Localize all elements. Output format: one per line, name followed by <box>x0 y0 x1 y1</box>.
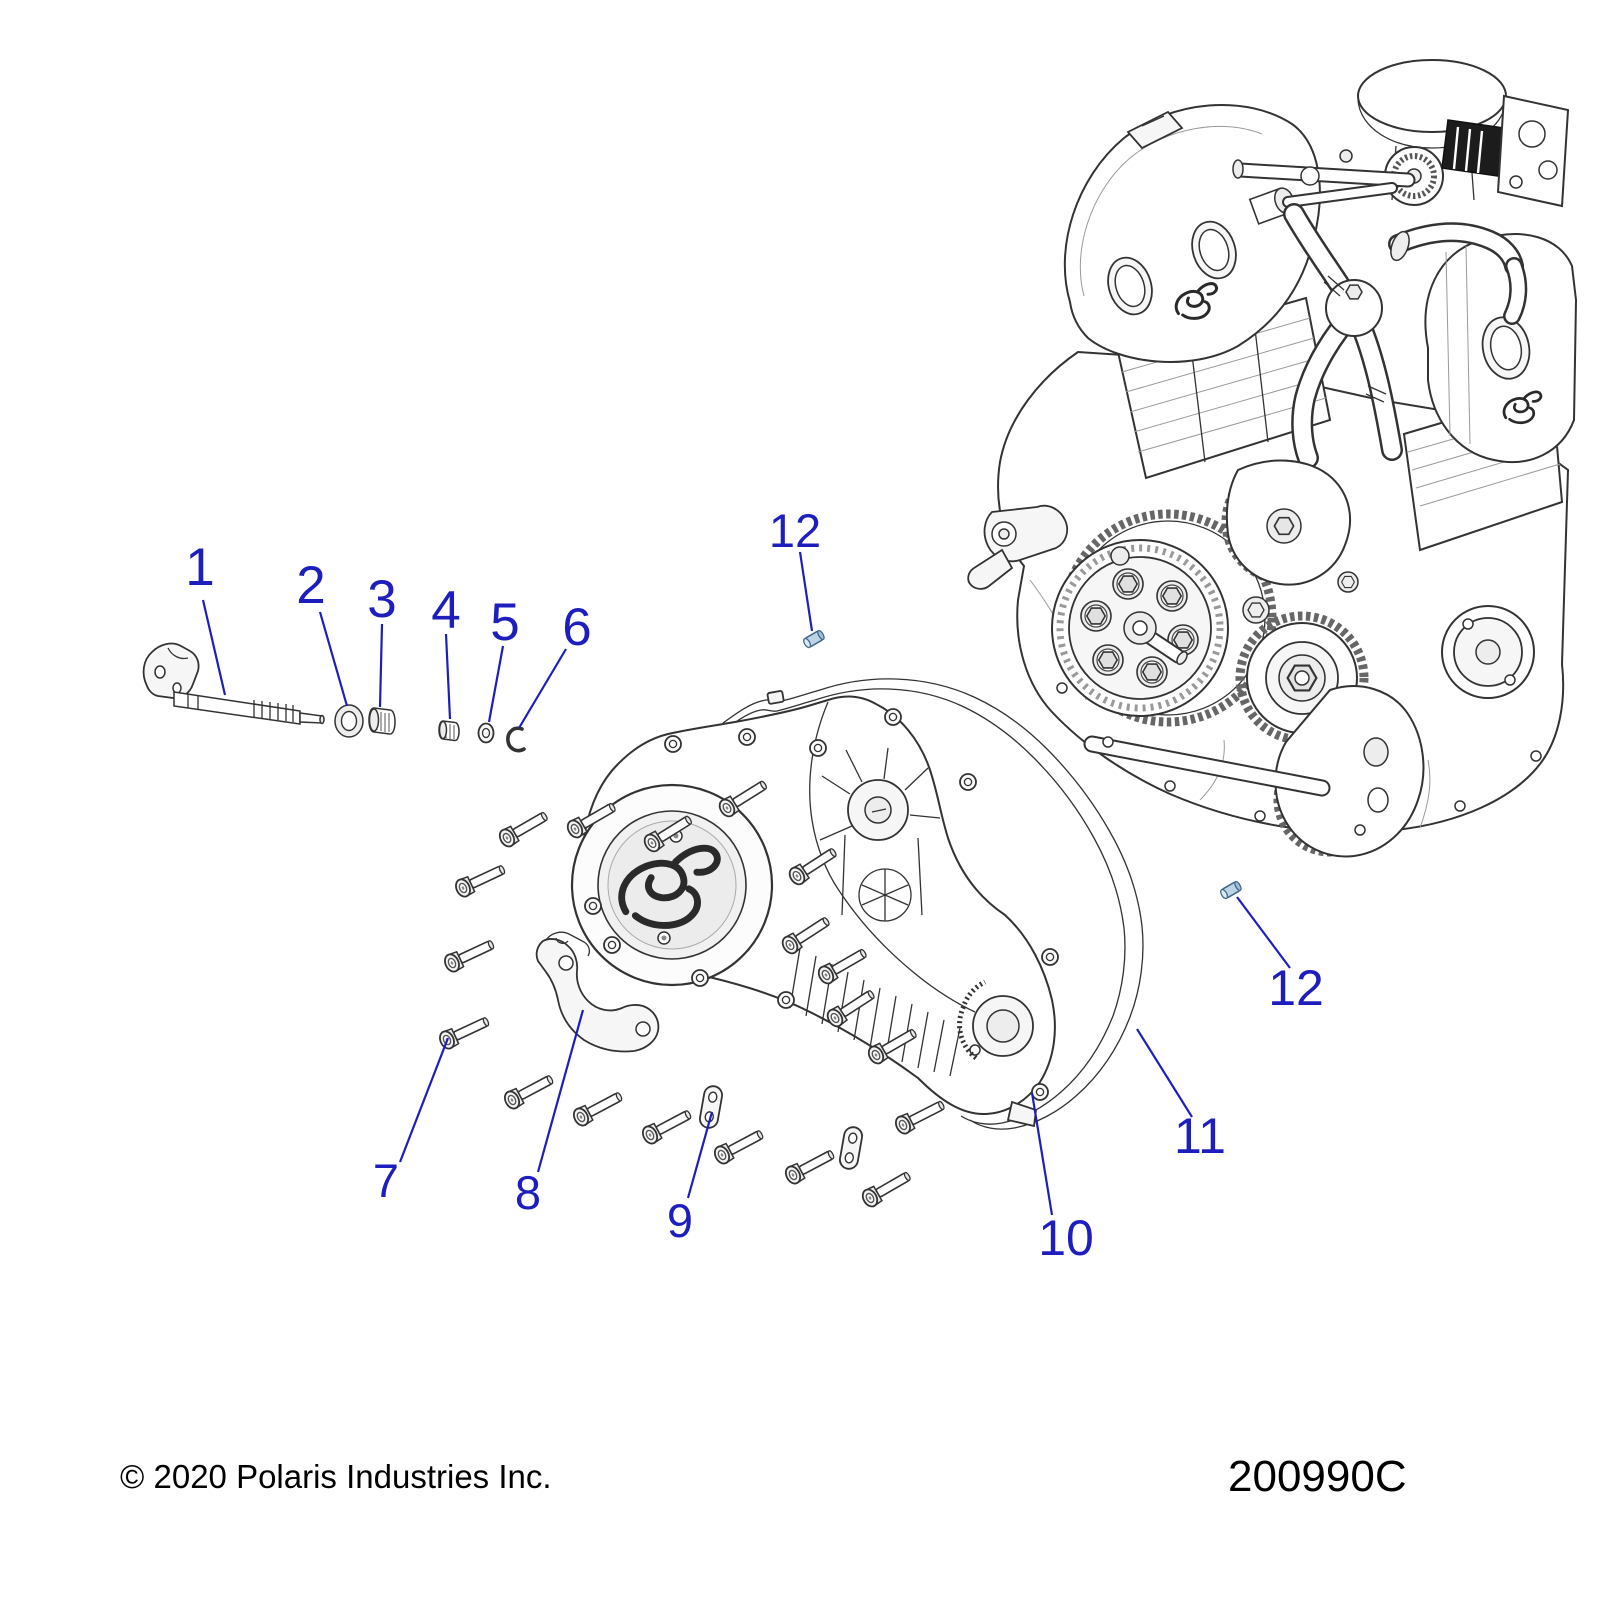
callout-9: 9 <box>666 1194 694 1247</box>
callout-2: 2 <box>296 556 326 615</box>
callout-1: 1 <box>185 538 215 597</box>
bracket <box>535 931 660 1053</box>
callout-5: 5 <box>490 593 520 652</box>
primary-cover <box>570 695 1059 1128</box>
callout-11: 11 <box>1174 1108 1226 1164</box>
callout-12-left: 12 <box>768 504 822 557</box>
cover-gasket <box>722 678 1144 1130</box>
link-plate <box>697 1083 725 1131</box>
callout-12-right: 12 <box>1268 960 1324 1016</box>
dowel-pin <box>801 628 827 650</box>
callout-3: 3 <box>367 570 397 629</box>
leader-lines <box>201 551 1291 1216</box>
part-number: 200990C <box>1228 1452 1407 1501</box>
callout-7: 7 <box>372 1154 400 1207</box>
callout-10: 10 <box>1038 1210 1094 1266</box>
shaft-assembly <box>142 642 526 753</box>
callout-4: 4 <box>431 581 461 640</box>
copyright-text: © 2020 Polaris Industries Inc. <box>120 1458 552 1495</box>
callout-8: 8 <box>514 1166 542 1219</box>
loose-hardware <box>436 628 1244 1210</box>
callout-6: 6 <box>562 598 592 657</box>
engine-assembly <box>967 59 1578 858</box>
